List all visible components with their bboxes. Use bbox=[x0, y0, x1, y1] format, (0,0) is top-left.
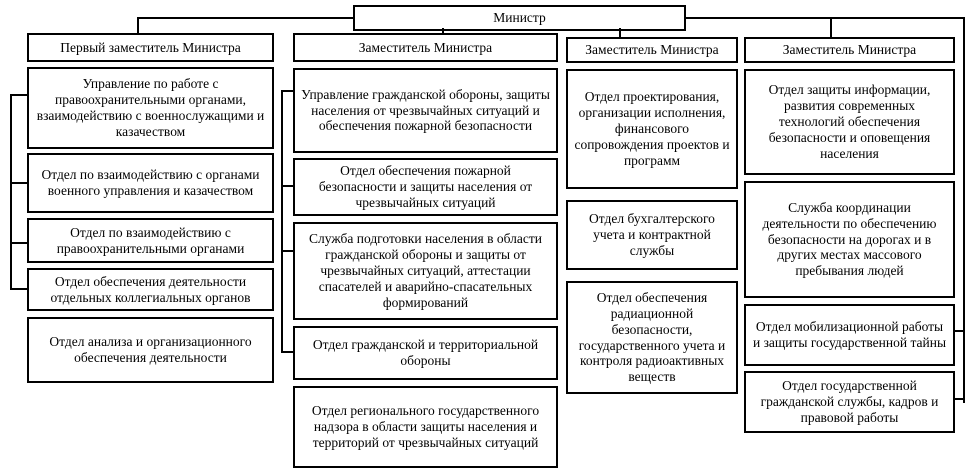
deputy2-box: Заместитель Министра bbox=[293, 33, 558, 62]
connector-branch1-drop bbox=[137, 17, 139, 34]
branch2-unit2-box: Отдел обеспечения пожарной безопасности … bbox=[293, 158, 558, 216]
connector-branch4-stub2 bbox=[953, 398, 965, 400]
branch2-unit1-box: Управление гражданской обороны, защиты н… bbox=[293, 68, 558, 153]
connector-branch4-stub1 bbox=[953, 330, 965, 332]
branch4-unit3-box: Отдел мобилизационной работы и защиты го… bbox=[744, 304, 955, 366]
connector-branch2-stub2 bbox=[281, 185, 295, 187]
deputy4-box: Заместитель Министра bbox=[744, 37, 955, 63]
connector-branch3-stub bbox=[619, 28, 621, 39]
minister-box: Министр bbox=[353, 5, 686, 31]
deputy3-box: Заместитель Министра bbox=[566, 37, 738, 63]
branch3-unit3-box: Отдел обеспечения радиационной безопасно… bbox=[566, 281, 738, 394]
branch2-unit3-box: Служба подготовки населения в области гр… bbox=[293, 222, 558, 320]
branch4-unit1-box: Отдел защиты информации, развития соврем… bbox=[744, 69, 955, 175]
branch1-unit5-box: Отдел анализа и организационного обеспеч… bbox=[27, 317, 274, 383]
branch2-unit4-box: Отдел гражданской и территориальной обор… bbox=[293, 326, 558, 380]
branch4-unit4-box: Отдел государственной гражданской службы… bbox=[744, 371, 955, 433]
connector-branch2-stub4 bbox=[281, 351, 295, 353]
connector-branch1-stub2 bbox=[10, 182, 29, 184]
connector-right-horizontal bbox=[684, 17, 965, 19]
branch1-unit2-box: Отдел по взаимодействию с органами военн… bbox=[27, 153, 274, 213]
connector-left-horizontal bbox=[137, 17, 355, 19]
connector-branch1-stub3 bbox=[10, 242, 29, 244]
connector-branch2-stub3 bbox=[281, 250, 295, 252]
deputy1-box: Первый заместитель Министра bbox=[27, 33, 274, 62]
connector-branch4-spine bbox=[963, 17, 965, 403]
connector-branch4-drop bbox=[830, 17, 832, 38]
connector-branch2-stub1 bbox=[281, 90, 295, 92]
branch1-unit1-box: Управление по работе с правоохранительны… bbox=[27, 67, 274, 149]
connector-branch1-stub4 bbox=[10, 288, 29, 290]
connector-branch1-spine bbox=[10, 94, 12, 290]
branch2-unit5-box: Отдел регионального государственного над… bbox=[293, 386, 558, 468]
branch1-unit4-box: Отдел обеспечения деятельности отдельных… bbox=[27, 268, 274, 311]
branch1-unit3-box: Отдел по взаимодействию с правоохранител… bbox=[27, 218, 274, 263]
connector-branch2-spine bbox=[281, 90, 283, 353]
branch4-unit2-box: Служба координации деятельности по обесп… bbox=[744, 181, 955, 298]
connector-branch2-stub bbox=[442, 28, 444, 35]
branch3-unit1-box: Отдел проектирования, организации исполн… bbox=[566, 69, 738, 189]
connector-branch1-stub1 bbox=[10, 94, 29, 96]
branch3-unit2-box: Отдел бухгалтерского учета и контрактной… bbox=[566, 200, 738, 270]
